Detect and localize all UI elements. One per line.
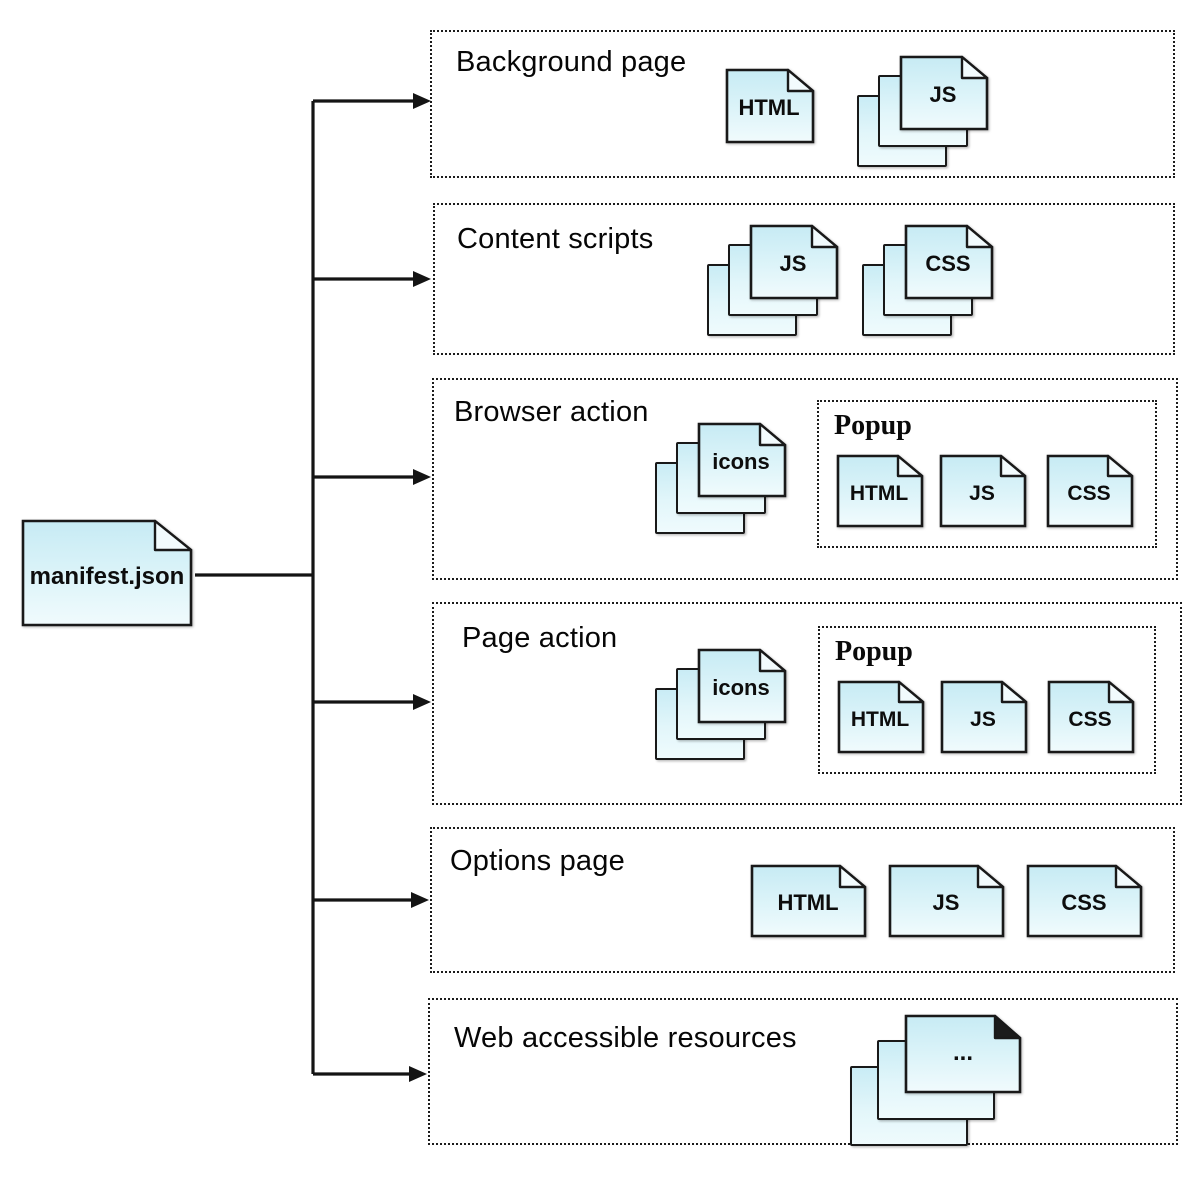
html-file-icon: HTML (836, 454, 924, 528)
section-box-browser-action: Browser action icons Popup HTML JS CSS (432, 378, 1178, 580)
fold-icon (758, 422, 787, 447)
css-file-stack: CSS (862, 224, 994, 340)
arrowhead-web-icon (409, 1066, 427, 1082)
js-file-stack: JS (707, 224, 839, 340)
js-file-label: JS (970, 708, 996, 731)
popup-title: Popup (835, 636, 913, 667)
fold-icon (838, 864, 867, 889)
section-box-page-action: Page action icons Popup HTML JS CSS (432, 602, 1182, 805)
resources-file-stack: ... (850, 1014, 1022, 1146)
fold-icon (786, 68, 815, 93)
html-file-label: HTML (738, 95, 799, 120)
html-file-label: HTML (850, 482, 908, 505)
html-file-icon: HTML (837, 680, 925, 754)
html-file-label: HTML (851, 708, 909, 731)
fold-icon (896, 454, 924, 478)
section-box-options-page: Options page HTML JS CSS (430, 827, 1175, 973)
fold-icon (1114, 864, 1143, 889)
arrowhead-browser-icon (413, 469, 431, 485)
js-file-stack: JS (857, 55, 989, 171)
section-title-options-page: Options page (450, 845, 625, 877)
popup-box: Popup HTML JS CSS (818, 626, 1156, 774)
ellipsis-file-icon: ... (904, 1014, 1022, 1094)
icons-file-icon: icons (697, 422, 787, 498)
js-file-icon: JS (940, 680, 1028, 754)
fold-icon (1107, 680, 1135, 704)
html-file-icon: HTML (725, 68, 815, 144)
icons-file-stack: icons (655, 648, 787, 764)
section-title-web-accessible-resources: Web accessible resources (454, 1022, 797, 1054)
fold-icon (965, 224, 994, 249)
section-title-browser-action: Browser action (454, 396, 649, 428)
arrowhead-content-icon (413, 271, 431, 287)
js-file-icon: JS (939, 454, 1027, 528)
fold-icon (999, 454, 1027, 478)
js-file-label: JS (780, 251, 807, 276)
section-title-background-page: Background page (456, 46, 687, 78)
ellipsis-file-label: ... (953, 1039, 973, 1066)
arrowhead-page-icon (413, 694, 431, 710)
css-file-icon: CSS (1047, 680, 1135, 754)
icons-file-stack: icons (655, 422, 787, 538)
js-file-label: JS (930, 82, 957, 107)
html-file-icon: HTML (750, 864, 867, 938)
popup-title: Popup (834, 410, 912, 441)
fold-icon (993, 1014, 1022, 1040)
css-file-label: CSS (1068, 708, 1111, 731)
html-file-label: HTML (777, 890, 838, 915)
fold-icon (897, 680, 925, 704)
popup-box: Popup HTML JS CSS (817, 400, 1157, 548)
fold-icon (1000, 680, 1028, 704)
js-file-icon: JS (899, 55, 989, 131)
manifest-file-fold-icon (153, 519, 193, 552)
icons-file-icon: icons (697, 648, 787, 724)
manifest-file-icon: manifest.json (21, 519, 193, 627)
fold-icon (810, 224, 839, 249)
icons-file-label: icons (712, 675, 769, 700)
arrowhead-background-icon (413, 93, 431, 109)
section-box-web-accessible-resources: Web accessible resources ... (428, 998, 1178, 1146)
js-file-label: JS (933, 890, 960, 915)
js-file-label: JS (969, 482, 995, 505)
fold-icon (976, 864, 1005, 889)
css-file-icon: CSS (904, 224, 994, 300)
css-file-icon: CSS (1026, 864, 1143, 938)
arrowhead-options-icon (411, 892, 429, 908)
icons-file-label: icons (712, 449, 769, 474)
css-file-icon: CSS (1046, 454, 1134, 528)
js-file-icon: JS (749, 224, 839, 300)
fold-icon (1106, 454, 1134, 478)
section-box-content-scripts: Content scripts JS CSS (433, 203, 1175, 355)
manifest-file-label: manifest.json (30, 563, 185, 590)
manifest-file-page (21, 519, 193, 627)
js-file-icon: JS (888, 864, 1005, 938)
css-file-label: CSS (1067, 482, 1110, 505)
section-title-page-action: Page action (462, 622, 618, 654)
section-title-content-scripts: Content scripts (457, 223, 654, 255)
fold-icon (758, 648, 787, 673)
css-file-label: CSS (1061, 890, 1106, 915)
section-box-background-page: Background page HTML JS (430, 30, 1175, 178)
fold-icon (960, 55, 989, 80)
css-file-label: CSS (925, 251, 970, 276)
